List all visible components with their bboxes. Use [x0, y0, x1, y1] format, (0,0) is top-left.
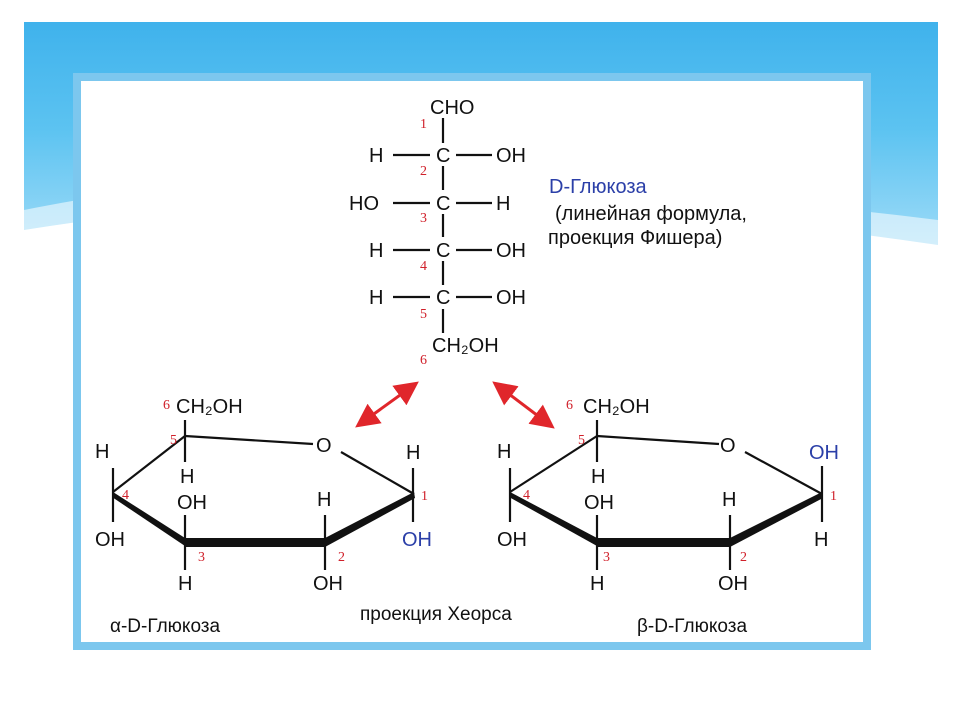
fischer-c3-left: HO: [349, 193, 379, 215]
beta-num-5: 5: [578, 433, 585, 448]
fischer-c3: C: [436, 193, 450, 215]
beta-num-1: 1: [830, 489, 837, 504]
beta-c1-oh: OH: [809, 442, 839, 464]
fischer-num-4: 4: [420, 259, 427, 274]
beta-c4-h: H: [497, 441, 511, 463]
equilibrium-arrow-left: [355, 381, 419, 428]
alpha-ring-oxygen: O: [316, 435, 332, 457]
beta-c1-h: H: [814, 529, 828, 551]
alpha-ch2oh: CH₂OH: [176, 396, 243, 418]
alpha-c2-h: H: [317, 489, 331, 511]
beta-num-2: 2: [740, 550, 747, 565]
alpha-num-4: 4: [122, 488, 129, 503]
beta-glucose-haworth: 6 CH₂OH 5 O H H 4 OH OH 3 H H 2 OH OH 1 …: [497, 396, 839, 595]
alpha-num-2: 2: [338, 550, 345, 565]
haworth-caption: проекция Хеорса: [360, 604, 512, 625]
fischer-num-3: 3: [420, 211, 427, 226]
alpha-c1-h: H: [406, 442, 420, 464]
fischer-c4: C: [436, 240, 450, 262]
beta-c2-h: H: [722, 489, 736, 511]
fischer-cho: CHO: [430, 97, 474, 119]
fischer-c3-right: H: [496, 193, 510, 215]
alpha-num-1: 1: [421, 489, 428, 504]
alpha-num-5: 5: [170, 433, 177, 448]
alpha-c3-h: H: [178, 573, 192, 595]
alpha-c1-oh: OH: [402, 529, 432, 551]
fischer-num-5: 5: [420, 307, 427, 322]
alpha-c4-oh: OH: [95, 529, 125, 551]
fischer-c2: C: [436, 145, 450, 167]
fischer-num-2: 2: [420, 164, 427, 179]
fischer-ch2oh: CH₂OH: [432, 335, 499, 357]
beta-num-3: 3: [603, 550, 610, 565]
fischer-caption-line1: (линейная формула,: [555, 203, 747, 225]
alpha-num-3: 3: [198, 550, 205, 565]
fischer-projection: CHO H C OH HO C H H C OH H C OH CH₂OH 1 …: [349, 97, 526, 368]
alpha-c3-oh: OH: [177, 492, 207, 514]
fischer-c2-left: H: [369, 145, 383, 167]
fischer-c4-left: H: [369, 240, 383, 262]
alpha-c2-oh: OH: [313, 573, 343, 595]
beta-num-4: 4: [523, 488, 530, 503]
beta-c4-oh: OH: [497, 529, 527, 551]
equilibrium-arrow-right: [492, 381, 555, 429]
fischer-num-6: 6: [420, 353, 427, 368]
fischer-caption-line2: проекция Фишера): [548, 227, 722, 249]
beta-c5-h: H: [591, 466, 605, 488]
beta-num-6: 6: [566, 398, 573, 413]
fischer-c4-right: OH: [496, 240, 526, 262]
fischer-c5-right: OH: [496, 287, 526, 309]
beta-ch2oh: CH₂OH: [583, 396, 650, 418]
alpha-c4-h: H: [95, 441, 109, 463]
beta-glucose-label: β-D-Глюкоза: [637, 616, 747, 637]
figure-canvas: [81, 81, 863, 642]
fischer-caption-name: D-Глюкоза: [549, 176, 648, 198]
alpha-glucose-haworth: 6 CH₂OH 5 O H H 4 OH OH 3 H H 2 OH H 1 O…: [95, 396, 432, 595]
fischer-c2-right: OH: [496, 145, 526, 167]
beta-c3-oh: OH: [584, 492, 614, 514]
beta-c3-h: H: [590, 573, 604, 595]
fischer-num-1: 1: [420, 117, 427, 132]
alpha-c5-h: H: [180, 466, 194, 488]
alpha-num-6: 6: [163, 398, 170, 413]
beta-c2-oh: OH: [718, 573, 748, 595]
alpha-glucose-label: α-D-Глюкоза: [110, 616, 221, 637]
fischer-c5-left: H: [369, 287, 383, 309]
fischer-c5: C: [436, 287, 450, 309]
figure-frame: [73, 73, 871, 650]
beta-ring-oxygen: O: [720, 435, 736, 457]
